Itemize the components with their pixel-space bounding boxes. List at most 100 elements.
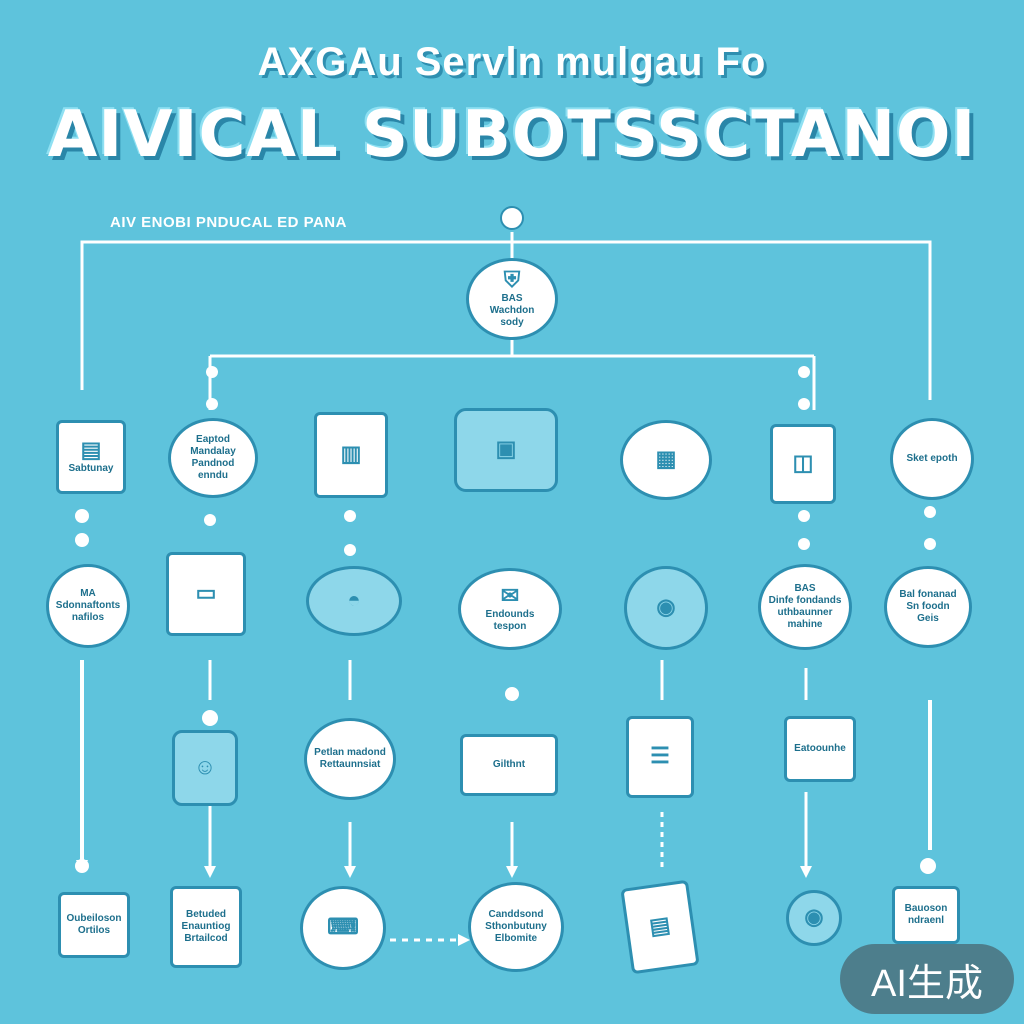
node-r2c6-line-2: Dinfe fondands <box>768 595 842 606</box>
node-r4c4: Canddsond Sthonbutuny Elbomite <box>468 882 564 972</box>
node-r1c7: Sket epoth <box>890 418 974 500</box>
connector-dot <box>202 710 218 726</box>
node-r4c4-line-2: Sthonbutuny <box>485 921 547 932</box>
connector-dot <box>75 533 89 547</box>
node-r3c3-line-1: Petlan madond <box>314 747 386 758</box>
node-r3c4: Gilthnt <box>460 734 558 796</box>
hardware-icon: ◓ <box>347 587 361 612</box>
clipboard-icon: ▦ <box>655 446 677 471</box>
node-root-line-1: BAS <box>501 293 523 304</box>
node-r1c2-line-2: Pandnod <box>191 458 235 469</box>
node-r4c2-line-2: Enauntiog <box>181 921 231 932</box>
node-r1c2: Eaptod Mandalay Pandnod enndu <box>168 418 258 498</box>
arrow-head <box>204 866 216 878</box>
connector-dot <box>924 506 936 518</box>
node-r1c1: ▤ Sabtunay <box>56 420 126 494</box>
connector-dot <box>798 366 810 378</box>
node-r2c5: ◉ <box>624 566 708 650</box>
node-r2c6-line-3: uthbaunner <box>777 607 833 618</box>
node-r4c5: ▤ <box>620 879 700 975</box>
arrow-head <box>800 866 812 878</box>
ai-generated-badge: AI生成 <box>840 944 1014 1014</box>
checklist-icon: ☰ <box>650 743 670 768</box>
node-r4c7-line-1: Bauoson <box>904 903 948 914</box>
node-r1c2-line-1: Eaptod Mandalay <box>190 434 236 457</box>
node-r1c5: ▦ <box>620 420 712 500</box>
connector-dot <box>204 514 216 526</box>
node-r2c1: MA Sdonnaftonts nafilos <box>46 564 130 648</box>
node-r4c6: ◉ <box>786 890 842 946</box>
document-icon: ▤ <box>80 437 102 462</box>
node-r1c6: ◫ <box>770 424 836 504</box>
workstation-icon: ▣ <box>495 436 517 461</box>
arrow-head <box>458 934 470 946</box>
node-r1c1-line-1: Sabtunay <box>68 463 114 474</box>
connector-dot <box>505 687 519 701</box>
node-r4c7-line-2: ndraenl <box>907 915 945 926</box>
node-r4c2-line-1: Betuded <box>186 909 226 920</box>
node-r2c7-line-3: Geis <box>917 613 939 624</box>
node-r3c5: ☰ <box>626 716 694 798</box>
worker-icon: ☺ <box>193 754 217 779</box>
node-r3c6: Eatoounhe <box>784 716 856 782</box>
node-r2c6: BAS Dinfe fondands uthbaunner mahine <box>758 564 852 650</box>
node-r2c1-line-1: MA <box>80 588 96 599</box>
node-r1c4: ▣ <box>454 408 558 492</box>
node-root: ⛨ BAS Wachdon sody <box>466 258 558 340</box>
node-r2c6-line-4: mahine <box>787 619 823 630</box>
globe-icon: ◉ <box>656 594 676 619</box>
arrow-head <box>506 866 518 878</box>
node-r2c7-line-1: Bal fonanad <box>899 589 957 600</box>
node-r3c2: ☺ <box>172 730 238 806</box>
node-r4c1-line-2: Ortilos <box>77 925 111 936</box>
node-r2c4-line-2: tespon <box>493 621 527 632</box>
laptop-icon: ⌨ <box>327 914 359 939</box>
node-r1c7-line-1: Sket epoth <box>906 453 958 464</box>
node-r4c2-line-3: Brtailcod <box>184 933 228 944</box>
connector-dot <box>798 510 810 522</box>
server-icon: ▥ <box>340 441 362 466</box>
backpack-icon: ◫ <box>792 450 814 475</box>
node-r4c1: Oubeiloson Ortilos <box>58 892 130 958</box>
node-root-line-2: Wachdon <box>489 305 535 316</box>
connector-dot <box>344 544 356 556</box>
person-icon <box>500 206 524 230</box>
node-r3c3: Petlan madond Rettaunnsiat <box>304 718 396 800</box>
diagram-subtitle: AXGAu Servln mulgau Fo <box>257 40 767 84</box>
node-r3c3-line-2: Rettaunnsiat <box>319 759 381 770</box>
connector-dot <box>924 538 936 550</box>
connector-dot <box>344 510 356 522</box>
node-r3c4-line-1: Gilthnt <box>492 759 526 770</box>
connector-dot <box>206 398 218 410</box>
connector-dot <box>798 398 810 410</box>
node-r2c2: ▭ <box>166 552 246 636</box>
node-r2c6-line-1: BAS <box>794 583 816 594</box>
node-r4c1-line-1: Oubeiloson <box>66 913 122 924</box>
shield-icon: ⛨ <box>503 267 521 292</box>
node-r2c4-line-1: Endounds <box>485 609 535 620</box>
node-r2c4: ✉ Endounds tespon <box>458 568 562 650</box>
connector-dot <box>920 858 936 874</box>
node-r4c2: Betuded Enauntiog Brtailcod <box>170 886 242 968</box>
report-icon: ▤ <box>647 911 672 940</box>
node-r2c7-line-2: Sn foodn <box>906 601 950 612</box>
node-r4c4-line-3: Elbomite <box>494 933 538 944</box>
node-r2c1-line-2: Sdonnaftonts <box>55 600 121 611</box>
node-r2c3: ◓ <box>306 566 402 636</box>
node-r1c3: ▥ <box>314 412 388 498</box>
monitor-icon: ▭ <box>195 580 217 605</box>
node-r2c1-line-3: nafilos <box>71 612 105 623</box>
connector-dot <box>798 538 810 550</box>
node-r4c7: Bauoson ndraenl <box>892 886 960 944</box>
arrow-head <box>344 866 356 878</box>
node-r3c6-line-1: Eatoounhe <box>794 743 846 754</box>
globe-icon: ◉ <box>804 904 824 929</box>
node-r2c7: Bal fonanad Sn foodn Geis <box>884 566 972 648</box>
node-root-line-3: sody <box>500 317 524 328</box>
envelope-icon: ✉ <box>500 583 520 608</box>
node-r1c2-line-3: enndu <box>198 470 228 481</box>
arrow-head <box>76 860 88 872</box>
diagram-title: AIVICAL SUBOTSSCTANOI <box>47 98 977 172</box>
node-r4c4-line-1: Canddsond <box>488 909 544 920</box>
